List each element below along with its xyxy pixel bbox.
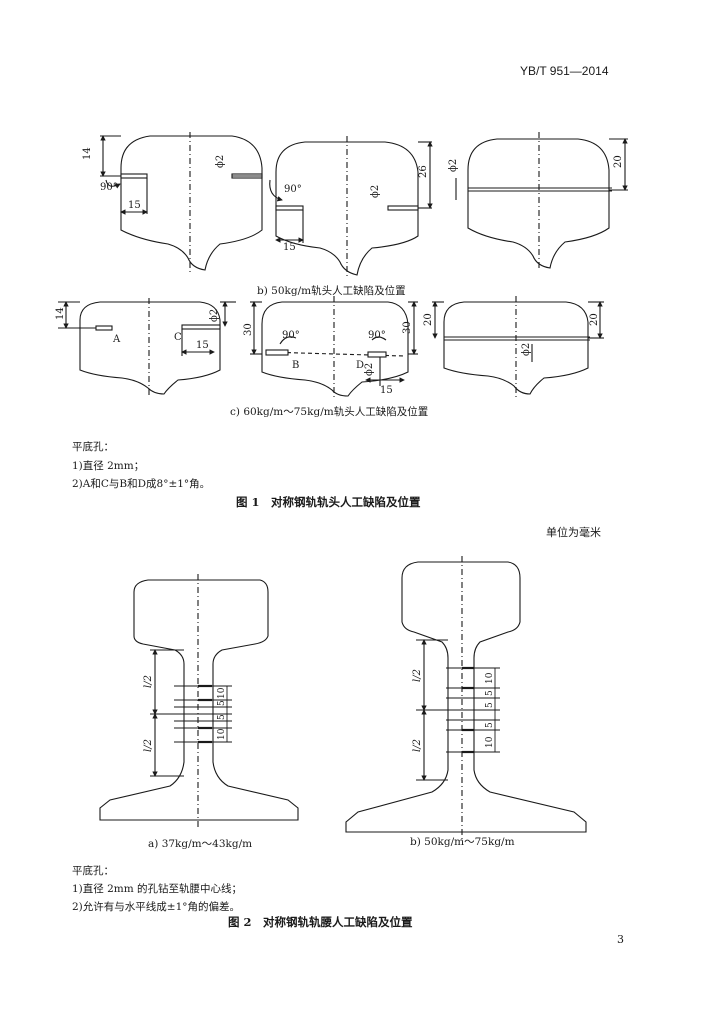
figure1-title: 图 1 对称钢轨轨头人工缺陷及位置 <box>236 495 421 509</box>
dim-15-b2: 15 <box>283 242 296 253</box>
figure2-note-2: 2)允许有与水平线成±1°角的偏差。 <box>72 901 241 913</box>
dim-15-b1: 15 <box>128 200 141 211</box>
dim-30-c1: 30 <box>243 323 254 336</box>
dim-15-c1: 15 <box>196 340 209 351</box>
half-l-a2: l/2 <box>143 739 154 752</box>
phi2-c3: ϕ2 <box>521 343 532 356</box>
angle-90-b1: 90° <box>100 182 118 193</box>
dim-10-a1: 10 <box>217 687 227 699</box>
fig1b-rail-head-3 <box>455 132 628 270</box>
dim-14-b: 14 <box>82 147 93 160</box>
label-C: C <box>174 332 182 343</box>
units-note: 单位为毫米 <box>546 526 601 539</box>
dim-20-c2: 20 <box>589 313 600 326</box>
dim-5-a2: 5 <box>217 714 227 720</box>
figure2-caption-a: a) 37kg/m～43kg/m <box>148 838 253 850</box>
fig1c-rail-head-1 <box>58 298 236 398</box>
dim-10-b2: 10 <box>485 736 495 748</box>
dim-14-c: 14 <box>55 307 66 320</box>
dim-15-c2: 15 <box>380 385 393 396</box>
fig2b-rail-profile <box>345 556 587 840</box>
figure2-note-1: 1)直径 2mm 的孔钻至轨腰中心线； <box>72 883 243 895</box>
figure2-caption-b: b) 50kg/m～75kg/m <box>410 836 515 848</box>
fig1c-rail-head-3 <box>432 296 604 398</box>
dim-5-b2: 5 <box>485 702 495 708</box>
figure1-note-title: 平底孔： <box>72 441 114 453</box>
half-l-a1: l/2 <box>143 675 154 688</box>
phi2-b1: ϕ2 <box>215 155 226 168</box>
angle-90-c1: 90° <box>282 330 300 341</box>
half-l-b2: l/2 <box>412 739 423 752</box>
angle-90-c2: 90° <box>368 330 386 341</box>
dim-5-b1: 5 <box>485 690 495 696</box>
standard-number: YB/T 951—2014 <box>520 64 609 78</box>
fig1b-rail-head-1 <box>100 132 263 272</box>
dim-5-b3: 5 <box>485 722 495 728</box>
label-D: D <box>356 360 364 371</box>
dim-30-c2: 30 <box>402 321 413 334</box>
dim-5-a1: 5 <box>217 700 227 706</box>
figure1-caption-c: c) 60kg/m～75kg/m轨头人工缺陷及位置 <box>230 406 429 418</box>
phi2-b3: ϕ2 <box>448 159 459 172</box>
angle-90-b2: 90° <box>284 184 302 195</box>
label-B: B <box>292 360 299 371</box>
half-l-b1: l/2 <box>412 669 423 682</box>
phi2-b2: ϕ2 <box>370 185 381 198</box>
phi2-c2: ϕ2 <box>364 363 375 376</box>
figure2-note-title: 平底孔： <box>72 865 114 877</box>
fig1b-rail-head-2 <box>269 136 433 278</box>
dim-10-b1: 10 <box>485 672 495 684</box>
dim-20-c1: 20 <box>423 313 434 326</box>
fig1c-rail-head-2 <box>250 296 418 400</box>
figure1-note-1: 1)直径 2mm； <box>72 460 145 472</box>
dim-26-b: 26 <box>418 165 429 178</box>
dim-20-b: 20 <box>613 155 624 168</box>
figure1-caption-b: b) 50kg/m轨头人工缺陷及位置 <box>257 285 406 297</box>
page-number: 3 <box>617 933 624 946</box>
figure2-title: 图 2 对称钢轨轨腰人工缺陷及位置 <box>228 915 413 929</box>
phi2-c1: ϕ2 <box>209 309 220 322</box>
dim-10-a2: 10 <box>217 728 227 740</box>
figure1-note-2: 2)A和C与B和D成8°±1°角。 <box>72 478 211 490</box>
fig2a-rail-profile <box>99 574 299 830</box>
label-A: A <box>112 334 121 345</box>
